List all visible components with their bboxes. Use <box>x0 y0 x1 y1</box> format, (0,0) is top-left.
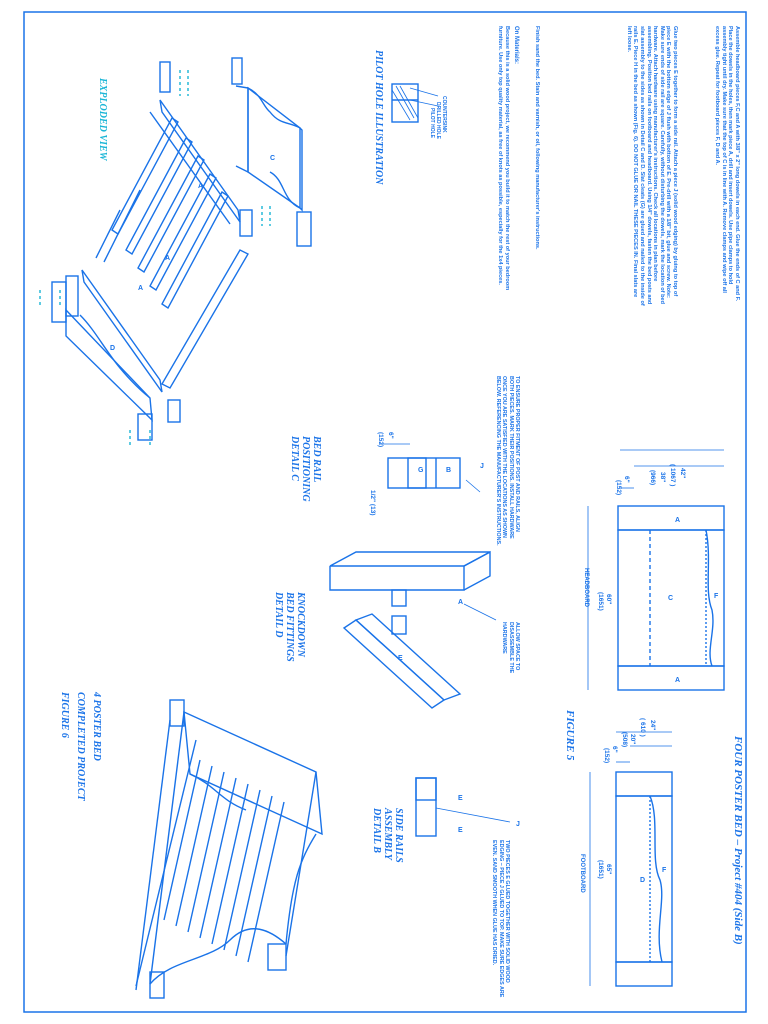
svg-text:B: B <box>446 467 451 474</box>
svg-text:A: A <box>138 285 143 292</box>
headboard-dim-total-mm: ( 1067 ) <box>669 464 676 487</box>
svg-text:A: A <box>198 183 203 190</box>
detail-b-note: TWO PIECES E GLUED TOGETHER WITH SOLID W… <box>491 840 510 998</box>
svg-text:A: A <box>165 255 170 262</box>
footboard-dim-width: 65" <box>605 864 612 875</box>
svg-text:E: E <box>398 655 403 662</box>
svg-text:C: C <box>668 595 673 602</box>
svg-text:D: D <box>110 345 115 352</box>
footboard-drawing <box>589 731 673 987</box>
figure-6-drawing <box>135 699 323 999</box>
svg-text:J: J <box>480 463 484 470</box>
svg-text:F: F <box>714 593 719 600</box>
pilot-hole-label-3: PILOT HOLE <box>429 108 435 138</box>
svg-text:F: F <box>662 867 667 874</box>
figure-6-title: 4 POSTER BED COMPLETED PROJECT FIGURE 6 <box>59 692 102 801</box>
detail-d-title: KNOCKDOWN BED FITTINGS DETAIL D <box>273 592 306 662</box>
svg-text:A: A <box>675 517 680 524</box>
headboard-dim-inner: 38" <box>659 472 666 483</box>
svg-text:E: E <box>458 795 463 802</box>
headboard-drawing <box>587 449 725 691</box>
footboard-dim-post: 6" <box>611 746 618 753</box>
svg-text:A: A <box>675 677 680 684</box>
headboard-dim-width-mm: (1651) <box>597 592 604 611</box>
exploded-view-title: EXPLODED VIEW <box>97 78 108 161</box>
detail-c-dim-2: 1/2" (13) <box>369 490 376 516</box>
footboard-dim-post-mm: (152) <box>603 748 610 764</box>
detail-c-drawing <box>380 443 481 493</box>
svg-text:E: E <box>458 827 463 834</box>
detail-b-drawing <box>415 777 511 837</box>
materials-text: Because this is a solid wood project, we… <box>497 26 510 291</box>
detail-b-title: SIDE RAILS ASSEMBLY DETAIL B <box>371 808 404 863</box>
instruction-step-6: Glue two pieces E together to form a sid… <box>625 26 678 306</box>
detail-c-note: TO ENSURE PROPER FITMENT OF POST AND RAI… <box>494 376 520 546</box>
headboard-label: HEADBOARD <box>583 568 589 607</box>
page-title: FOUR POSTER BED – Project #404 (Side B) <box>732 736 744 945</box>
footboard-dim-inner: 20" <box>629 734 636 745</box>
headboard-dim-total: 42" <box>679 468 686 479</box>
footboard-dim-width-mm: (1651) <box>597 860 604 879</box>
pilot-hole-drawing <box>391 83 439 123</box>
sheet-border <box>23 11 747 1013</box>
svg-text:J: J <box>516 821 520 828</box>
footboard-dim-total: 24" <box>649 720 656 731</box>
svg-text:D: D <box>640 877 645 884</box>
exploded-view-drawing <box>39 57 312 446</box>
footboard-dim-inner-mm: (508) <box>621 732 628 748</box>
instruction-step-5: Assemble headboard pieces F,C and A with… <box>714 26 740 301</box>
part-letters: C D A A A A A C F D F A E B G J E E J <box>110 155 719 884</box>
svg-text:A: A <box>458 599 463 606</box>
instruction-step-7: Finish sand the bed. Stain and varnish, … <box>534 26 540 250</box>
headboard-dim-post: 6" <box>623 476 630 483</box>
svg-text:G: G <box>418 467 424 474</box>
headboard-dim-width: 60" <box>605 594 612 605</box>
materials-heading: On Materials: <box>513 26 519 65</box>
footboard-label: FOOTBOARD <box>579 854 585 893</box>
detail-c-dim-mm: (152) <box>377 432 384 448</box>
svg-text:C: C <box>270 155 275 162</box>
detail-d-note: ALLOW SPACE TO DISASSEMBLE THE HARDWARE <box>501 622 520 674</box>
detail-c-title: BED RAIL POSITIONING DETAIL C <box>289 436 322 502</box>
headboard-dim-inner-mm: (966) <box>649 470 656 486</box>
detail-d-drawing <box>329 550 497 709</box>
figure-5-label: FIGURE 5 <box>564 710 576 761</box>
headboard-dim-post-mm: (152) <box>615 480 622 496</box>
detail-c-dim: 6" <box>387 432 394 439</box>
footboard-dim-total-mm: ( 610 ) <box>639 718 646 737</box>
pilot-hole-title: PILOT HOLE ILLUSTRATION <box>373 50 384 185</box>
